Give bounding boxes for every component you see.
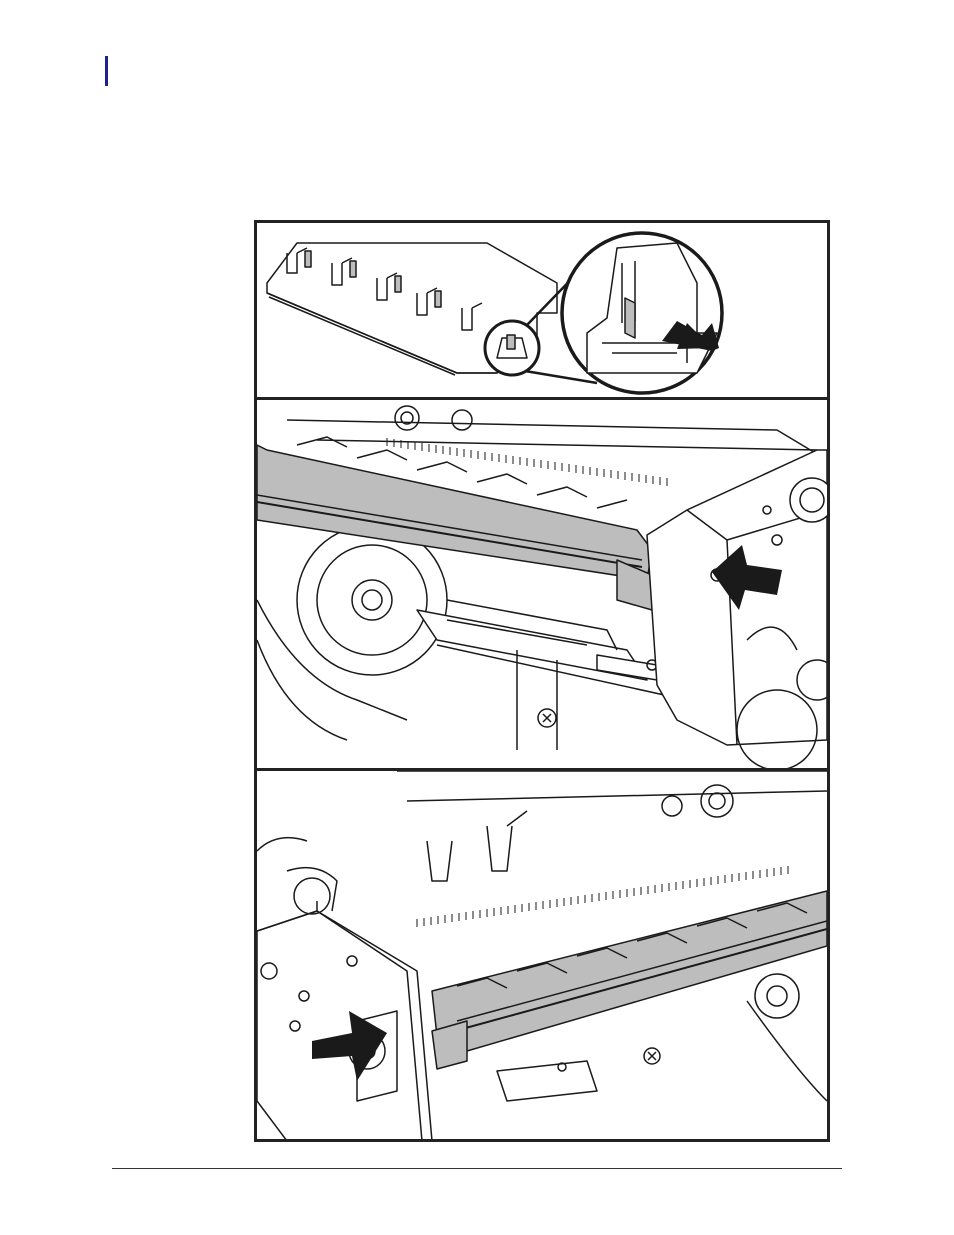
right-side-insertion-panel	[257, 400, 827, 771]
printhead-detail-panel	[257, 223, 827, 400]
arrow-left-side-illustration	[257, 771, 827, 1139]
printhead-installation-figure	[254, 220, 830, 1142]
arrow-right-side-illustration	[257, 400, 827, 768]
printhead-latch-closeup-illustration	[257, 223, 827, 397]
left-side-insertion-panel	[257, 771, 827, 1139]
change-bar	[105, 56, 108, 86]
footer-rule	[112, 1168, 842, 1169]
